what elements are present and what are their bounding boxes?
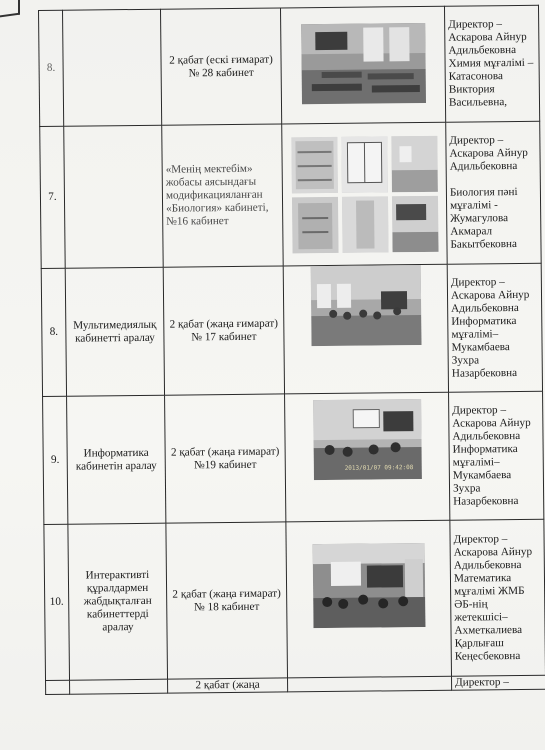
photo-timestamp: 2013/01/07 09:42:08 <box>344 464 414 472</box>
row-number: 8. <box>38 10 64 127</box>
event-name <box>62 9 162 127</box>
informatics-room-image <box>312 399 422 481</box>
row-number: 10. <box>43 524 70 681</box>
corner-mark <box>0 0 20 18</box>
table-row: 9. Информатика кабинетін аралау 2 қабат … <box>42 391 544 525</box>
table-row: 8. 2 қабат (ескі ғимарат) № 28 кабинет <box>38 5 540 127</box>
event-location: 2 қабат (жаңа ғимарат) № 18 кабинет <box>165 521 288 680</box>
photo-cell <box>285 520 452 678</box>
informatics-room-photo: 2013/01/07 09:42:08 <box>312 399 422 481</box>
photo-room <box>390 135 438 192</box>
photo-shelves <box>290 136 338 193</box>
interactive-room-image <box>312 542 425 629</box>
responsible-person: Директор – Аскарова Айнур Адильбековна М… <box>449 519 545 677</box>
biology-room-photos <box>285 135 443 253</box>
row-number: 8. <box>41 268 67 397</box>
responsible-person: Директор – Аскарова Айнур Адильбековна Х… <box>444 5 540 123</box>
responsible-person: Директор – Аскарова Айнур Адильбековна И… <box>448 391 544 521</box>
multimedia-room-photo <box>310 265 422 347</box>
interactive-room-photo <box>312 542 425 629</box>
event-location: 2 қабат (ескі ғимарат) № 28 кабинет <box>160 7 282 126</box>
photo-cell <box>287 676 452 692</box>
event-name <box>63 125 164 269</box>
event-location: 2 қабат (жаңа <box>167 677 288 694</box>
photo-cell <box>283 264 449 394</box>
responsible-person: Директор – Аскарова Айнур Адильбековна Б… <box>445 121 542 265</box>
event-location: 2 қабат (жаңа ғимарат) №19 кабинет <box>164 393 286 524</box>
table-row: 10. Интерактивті құралдармен жабдықталға… <box>43 519 545 681</box>
row-number: 9. <box>42 396 68 525</box>
table-row: 7. «Менің мектебім» жобасы аясындағы мод… <box>39 121 542 269</box>
events-table: 8. 2 қабат (ескі ғимарат) № 28 кабинет <box>38 5 545 695</box>
photo-cell: 2013/01/07 09:42:08 <box>284 392 450 522</box>
person-director: Директор – Аскарова Айнур Адильбековна <box>449 134 528 173</box>
responsible-person: Директор – <box>451 675 545 691</box>
row-number: 7. <box>39 126 66 269</box>
person-teacher: Биология пәні мұғалімі - Жумагулова Акма… <box>449 185 518 251</box>
photo-board <box>340 135 388 193</box>
multimedia-room-image <box>310 265 422 347</box>
classroom-photo <box>300 22 426 104</box>
event-name: Интерактивті құралдармен жабдықталған ка… <box>67 523 168 681</box>
table-row: 8. Мультимедиялық кабинетті аралау 2 қаб… <box>41 263 543 397</box>
classroom-photo-image <box>300 22 426 104</box>
row-number <box>45 680 70 695</box>
responsible-person: Директор – Аскарова Айнур Адильбековна И… <box>447 263 543 393</box>
event-location: 2 қабат (жаңа ғимарат) № 17 кабинет <box>163 265 285 396</box>
photo-shelf-corner <box>341 195 389 253</box>
event-name: Мультимедиялық кабинетті аралау <box>65 267 165 397</box>
photo-cabinet <box>291 196 339 253</box>
photo-desks <box>391 195 439 252</box>
event-name: Информатика кабинетін аралау <box>66 395 166 525</box>
photo-cell <box>280 6 446 124</box>
event-location: «Менің мектебім» жобасы аясындағы модифи… <box>161 123 284 268</box>
photo-cell <box>281 122 448 266</box>
event-name <box>69 679 168 695</box>
